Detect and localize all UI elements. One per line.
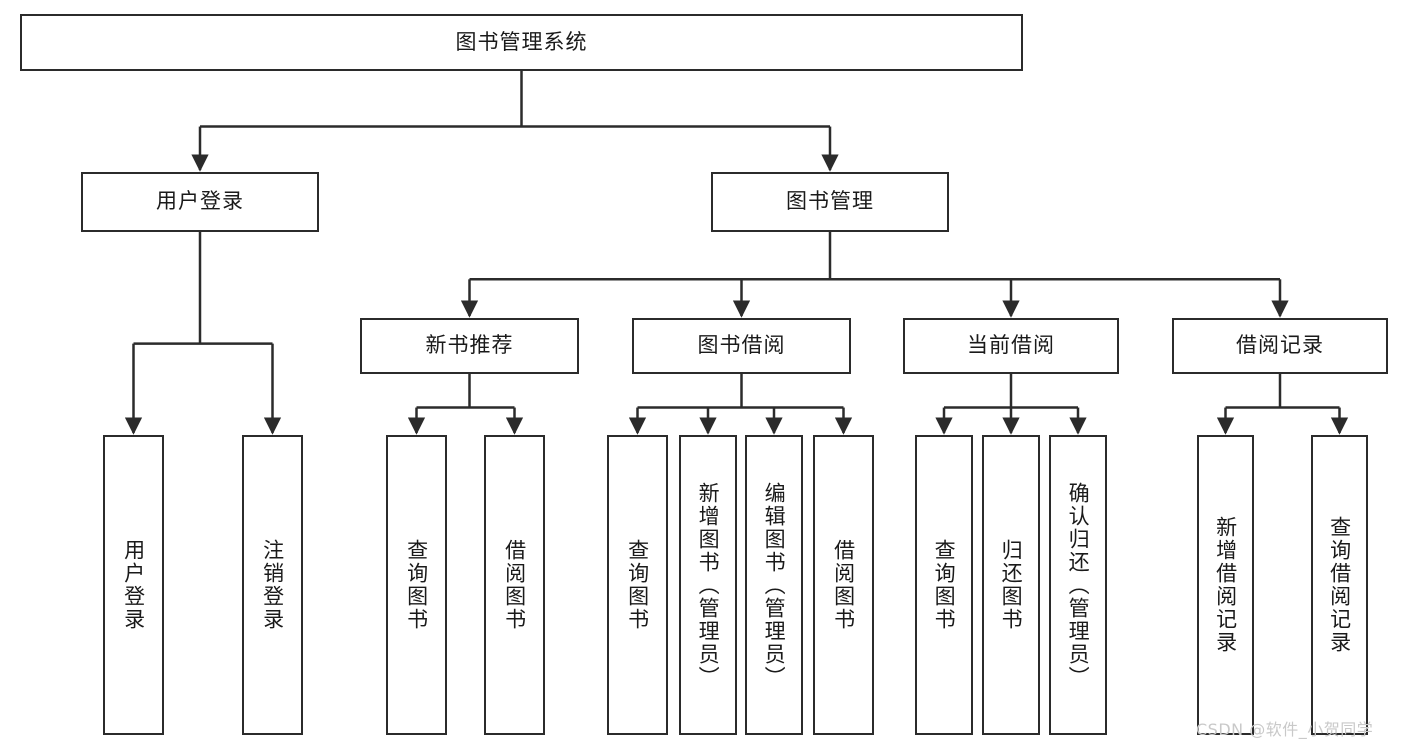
node-label-leaf-query-rec: 查询借阅记录 (1327, 516, 1352, 654)
node-label-book-manage: 图书管理 (786, 189, 874, 214)
node-label-user-login: 用户登录 (156, 189, 244, 214)
node-label-current-borrow: 当前借阅 (967, 333, 1055, 358)
node-leaf-add-book[interactable]: 新增图书（管理员） (679, 435, 737, 735)
node-label-leaf-add-book: 新增图书（管理员） (696, 481, 721, 689)
node-leaf-logout[interactable]: 注销登录 (242, 435, 303, 735)
node-label-leaf-q-book-2: 查询图书 (625, 539, 650, 631)
node-leaf-login[interactable]: 用户登录 (103, 435, 164, 735)
node-book-borrow[interactable]: 图书借阅 (632, 318, 851, 374)
node-label-leaf-return: 归还图书 (999, 539, 1024, 631)
node-label-leaf-add-rec: 新增借阅记录 (1213, 516, 1238, 654)
node-root[interactable]: 图书管理系统 (20, 14, 1023, 71)
node-label-leaf-b-book-2: 借阅图书 (831, 539, 856, 631)
node-label-borrow-record: 借阅记录 (1236, 333, 1324, 358)
node-user-login[interactable]: 用户登录 (81, 172, 319, 232)
node-label-leaf-login: 用户登录 (121, 539, 146, 631)
node-leaf-q-book-3[interactable]: 查询图书 (915, 435, 973, 735)
node-leaf-b-book-2[interactable]: 借阅图书 (813, 435, 874, 735)
csdn-watermark: CSDN @软件_小贺同学 (1196, 720, 1374, 739)
node-leaf-return[interactable]: 归还图书 (982, 435, 1040, 735)
node-borrow-record[interactable]: 借阅记录 (1172, 318, 1388, 374)
node-label-book-borrow: 图书借阅 (697, 333, 786, 358)
node-leaf-q-book-1[interactable]: 查询图书 (386, 435, 447, 735)
node-new-book-rec[interactable]: 新书推荐 (360, 318, 579, 374)
node-label-leaf-b-book-1: 借阅图书 (502, 539, 527, 631)
node-label-leaf-confirm: 确认归还（管理员） (1066, 481, 1091, 689)
node-book-manage[interactable]: 图书管理 (711, 172, 949, 232)
node-label-new-book-rec: 新书推荐 (425, 333, 514, 358)
node-leaf-edit-book[interactable]: 编辑图书（管理员） (745, 435, 803, 735)
node-label-root: 图书管理系统 (455, 29, 588, 54)
node-label-leaf-q-book-3: 查询图书 (932, 539, 957, 631)
node-current-borrow[interactable]: 当前借阅 (903, 318, 1119, 374)
node-label-leaf-edit-book: 编辑图书（管理员） (762, 481, 787, 689)
node-leaf-confirm[interactable]: 确认归还（管理员） (1049, 435, 1107, 735)
node-leaf-query-rec[interactable]: 查询借阅记录 (1311, 435, 1368, 735)
node-leaf-q-book-2[interactable]: 查询图书 (607, 435, 668, 735)
node-label-leaf-logout: 注销登录 (260, 539, 285, 631)
node-leaf-add-rec[interactable]: 新增借阅记录 (1197, 435, 1254, 735)
node-label-leaf-q-book-1: 查询图书 (404, 539, 429, 631)
node-leaf-b-book-1[interactable]: 借阅图书 (484, 435, 545, 735)
